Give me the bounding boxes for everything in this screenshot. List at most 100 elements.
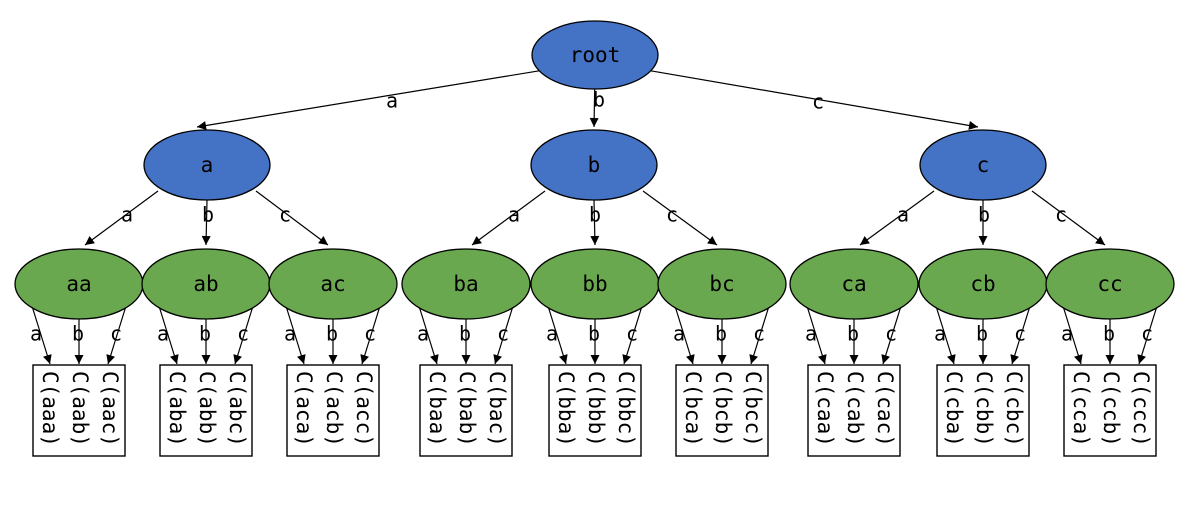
tree-node-ac-label: ac (320, 272, 345, 296)
tree-node-root-label: root (570, 43, 621, 67)
edge-label: b (715, 322, 727, 346)
edge-label: c (885, 322, 897, 346)
edge-cc-leaf-0 (1062, 305, 1083, 365)
edge-label: b (202, 203, 214, 227)
edge-label: c (626, 322, 638, 346)
leaf-value-label: C(cbb) (972, 371, 996, 447)
leaf-value-label: C(bca) (681, 371, 705, 447)
tree-node-ba-label: ba (453, 272, 478, 296)
edge-label: a (897, 203, 909, 227)
edge-label: b (588, 322, 600, 346)
tree-node-ca (789, 248, 919, 320)
edge-label: c (1141, 322, 1153, 346)
leaf-value-label: C(cac) (873, 371, 897, 447)
nodes-layer (14, 20, 1175, 457)
edge-label: a (1061, 322, 1073, 346)
leaf-box-aa (32, 364, 126, 457)
edge-ca-leaf-2 (881, 305, 902, 365)
leaf-value-label: C(abb) (195, 371, 219, 447)
leaf-value-label: C(ccc) (1129, 371, 1153, 447)
leaf-box-ba (419, 364, 513, 457)
edge-label: a (934, 322, 946, 346)
edge-root-a (196, 70, 540, 130)
leaf-box-bc (675, 364, 769, 457)
edge-label: b (976, 322, 988, 346)
edge-ab-leaf-0 (158, 305, 179, 365)
labels-layer: rootaabbccaaaaC(aaa)bC(aab)cC(aac)babaC(… (30, 43, 1153, 447)
leaf-value-label: C(bcb) (711, 371, 735, 447)
leaf-value-label: C(aaa) (38, 371, 62, 447)
edge-label: a (546, 322, 558, 346)
edge-c-cc (1031, 190, 1106, 246)
edge-label: b (847, 322, 859, 346)
edge-cb-leaf-0 (935, 305, 956, 365)
leaf-value-label: C(bab) (455, 371, 479, 447)
leaf-value-label: C(cca) (1069, 371, 1093, 447)
edge-b-bb (590, 199, 600, 246)
leaf-value-label: C(bcc) (741, 371, 765, 447)
edge-label: b (978, 203, 990, 227)
leaf-value-label: C(aca) (292, 371, 316, 447)
edge-c-ca (859, 190, 935, 246)
edge-label: c (1014, 322, 1026, 346)
tree-node-ca-label: ca (841, 272, 866, 296)
leaf-value-label: C(aac) (98, 371, 122, 447)
edge-label: b (72, 322, 84, 346)
tree-node-a-label: a (201, 153, 214, 177)
leaf-value-label: C(ccb) (1099, 371, 1123, 447)
edge-label: c (364, 322, 376, 346)
edge-label: a (805, 322, 817, 346)
tree-node-cc-label: cc (1097, 272, 1122, 296)
edge-ac-leaf-2 (360, 305, 381, 365)
tree-node-ba (401, 248, 531, 320)
edge-b-ba (471, 190, 546, 246)
leaf-box-ac (286, 364, 380, 457)
edge-label: c (666, 203, 678, 227)
edge-label: c (1055, 203, 1067, 227)
edge-label: c (237, 322, 249, 346)
edge-label: c (497, 322, 509, 346)
leaf-value-label: C(abc) (225, 371, 249, 447)
edge-root-b (589, 88, 599, 128)
tree-node-aa-label: aa (66, 272, 91, 296)
tree-node-bb-label: bb (582, 272, 607, 296)
leaf-value-label: C(acb) (322, 371, 346, 447)
edge-label: b (593, 88, 605, 112)
edge-label: a (30, 322, 42, 346)
tree-node-bc-label: bc (709, 272, 734, 296)
edge-b-bc (642, 190, 718, 246)
edge-ca-leaf-0 (806, 305, 827, 365)
edge-label: c (753, 322, 765, 346)
leaf-value-label: C(bbc) (614, 371, 638, 447)
edge-label: a (673, 322, 685, 346)
edge-label: a (508, 203, 520, 227)
edge-label: a (121, 203, 133, 227)
leaf-value-label: C(aba) (165, 371, 189, 447)
leaf-value-label: C(bba) (554, 371, 578, 447)
edge-aa-leaf-2 (106, 305, 127, 365)
edge-cc-leaf-2 (1137, 305, 1158, 365)
leaf-value-label: C(bbb) (584, 371, 608, 447)
edge-label: b (1103, 322, 1115, 346)
edge-label: b (326, 322, 338, 346)
leaf-box-cb (936, 364, 1030, 457)
tree-node-cb-label: cb (970, 272, 995, 296)
edge-aa-leaf-0 (31, 305, 52, 365)
leaf-value-label: C(caa) (813, 371, 837, 447)
edge-label: c (279, 203, 291, 227)
edge-a-ab (201, 199, 211, 246)
edge-bb-leaf-0 (547, 305, 568, 365)
edge-ab-leaf-2 (233, 305, 254, 365)
edge-label: c (812, 90, 824, 114)
edge-label: c (110, 322, 122, 346)
tree-node-b (530, 129, 658, 201)
edge-a-aa (84, 190, 159, 246)
edge-label: b (589, 203, 601, 227)
edge-ac-leaf-0 (285, 305, 306, 365)
leaf-value-label: C(cbc) (1002, 371, 1026, 447)
leaf-box-ca (807, 364, 901, 457)
edge-label: a (386, 89, 398, 113)
leaf-value-label: C(cba) (942, 371, 966, 447)
